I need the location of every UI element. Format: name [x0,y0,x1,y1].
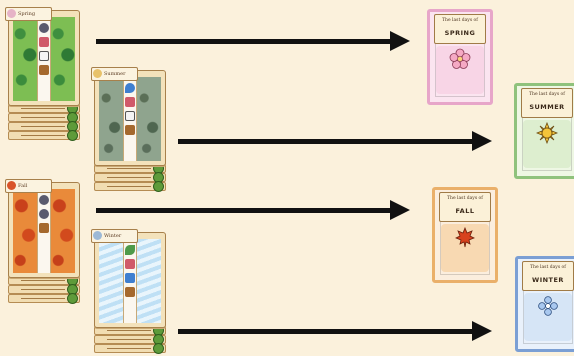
action-strip [123,239,137,323]
action-strip [37,189,51,273]
last-days-card-fall[interactable]: The last days of FALL [432,187,498,283]
season-name: Winter [104,233,122,239]
forest-artwork [13,17,37,101]
arrow-summer [178,131,492,151]
arrow-fall [96,200,410,220]
chest-icon [39,223,49,233]
card-season: SPRING [444,29,476,37]
forest-artwork [51,17,75,101]
forest-artwork [99,77,123,161]
card-banner: The last days of [529,92,565,97]
leaf-badge-icon [7,181,16,190]
coin-icon [39,195,49,205]
card-season: WINTER [532,276,564,284]
water-icon [125,273,135,283]
season-card-winter[interactable]: Winter [91,229,166,328]
forest-artwork [51,189,75,273]
action-strip [37,17,51,101]
snow-artwork [99,239,123,323]
flower-badge-icon [7,9,16,18]
summer-deck[interactable]: Summer [91,67,166,196]
chest-icon [125,287,135,297]
season-card-summer[interactable]: Summer [91,67,166,166]
card-season: FALL [455,207,475,215]
leaf-icon [67,293,78,304]
last-days-card-spring[interactable]: The last days of SPRING [427,9,493,105]
stacked-card [94,172,166,183]
sun-badge-icon [93,69,102,78]
season-name: Fall [18,183,28,189]
title-scroll: The last days of SUMMER [521,88,573,118]
maple-leaf-icon [455,226,475,248]
leaf-icon [153,343,164,354]
flower-icon [449,48,471,69]
gift-icon [125,97,135,107]
season-name-tag: Fall [5,179,52,193]
forest-artwork [13,189,37,273]
action-strip [123,77,137,161]
question-icon [39,51,49,61]
season-name: Summer [104,71,126,77]
last-days-card-summer[interactable]: The last days of SUMMER [514,83,574,179]
season-card-fall[interactable]: Fall [5,179,80,278]
partial-heading [160,0,360,5]
title-scroll: The last days of WINTER [522,261,574,291]
forest-artwork [137,77,161,161]
coin-icon [39,209,49,219]
gift-icon [125,259,135,269]
stacked-card [94,181,166,192]
gift-icon [39,37,49,47]
season-name: Spring [18,11,36,17]
leaf-icon [125,245,135,255]
sun-icon [536,122,558,144]
stacked-card [8,112,80,123]
winter-deck[interactable]: Winter [91,229,166,354]
leaf-icon [67,130,78,141]
stacked-card [94,343,166,354]
card-season: SUMMER [529,103,565,111]
snow-artwork [137,239,161,323]
stacked-card [8,293,80,304]
card-banner: The last days of [442,18,478,23]
season-name-tag: Winter [91,229,138,243]
coin-icon [39,23,49,33]
chest-icon [125,125,135,135]
title-scroll: The last days of FALL [439,192,491,222]
arrow-spring [96,31,410,51]
water-icon [125,83,135,93]
stacked-card [8,121,80,132]
title-scroll: The last days of SPRING [434,14,486,44]
last-days-card-winter[interactable]: The last days of WINTER [515,256,574,352]
fall-deck[interactable]: Fall [5,179,80,308]
card-banner: The last days of [530,265,566,270]
question-icon [125,111,135,121]
leaf-icon [153,181,164,192]
card-banner: The last days of [447,196,483,201]
stacked-card [8,130,80,141]
season-card-spring[interactable]: Spring [5,7,80,106]
arrow-winter [178,321,492,341]
chest-icon [39,65,49,75]
snowflake-badge-icon [93,231,102,240]
snowflake-icon [538,296,558,316]
season-name-tag: Spring [5,7,52,21]
spring-deck[interactable]: Spring [5,7,80,141]
season-name-tag: Summer [91,67,138,81]
